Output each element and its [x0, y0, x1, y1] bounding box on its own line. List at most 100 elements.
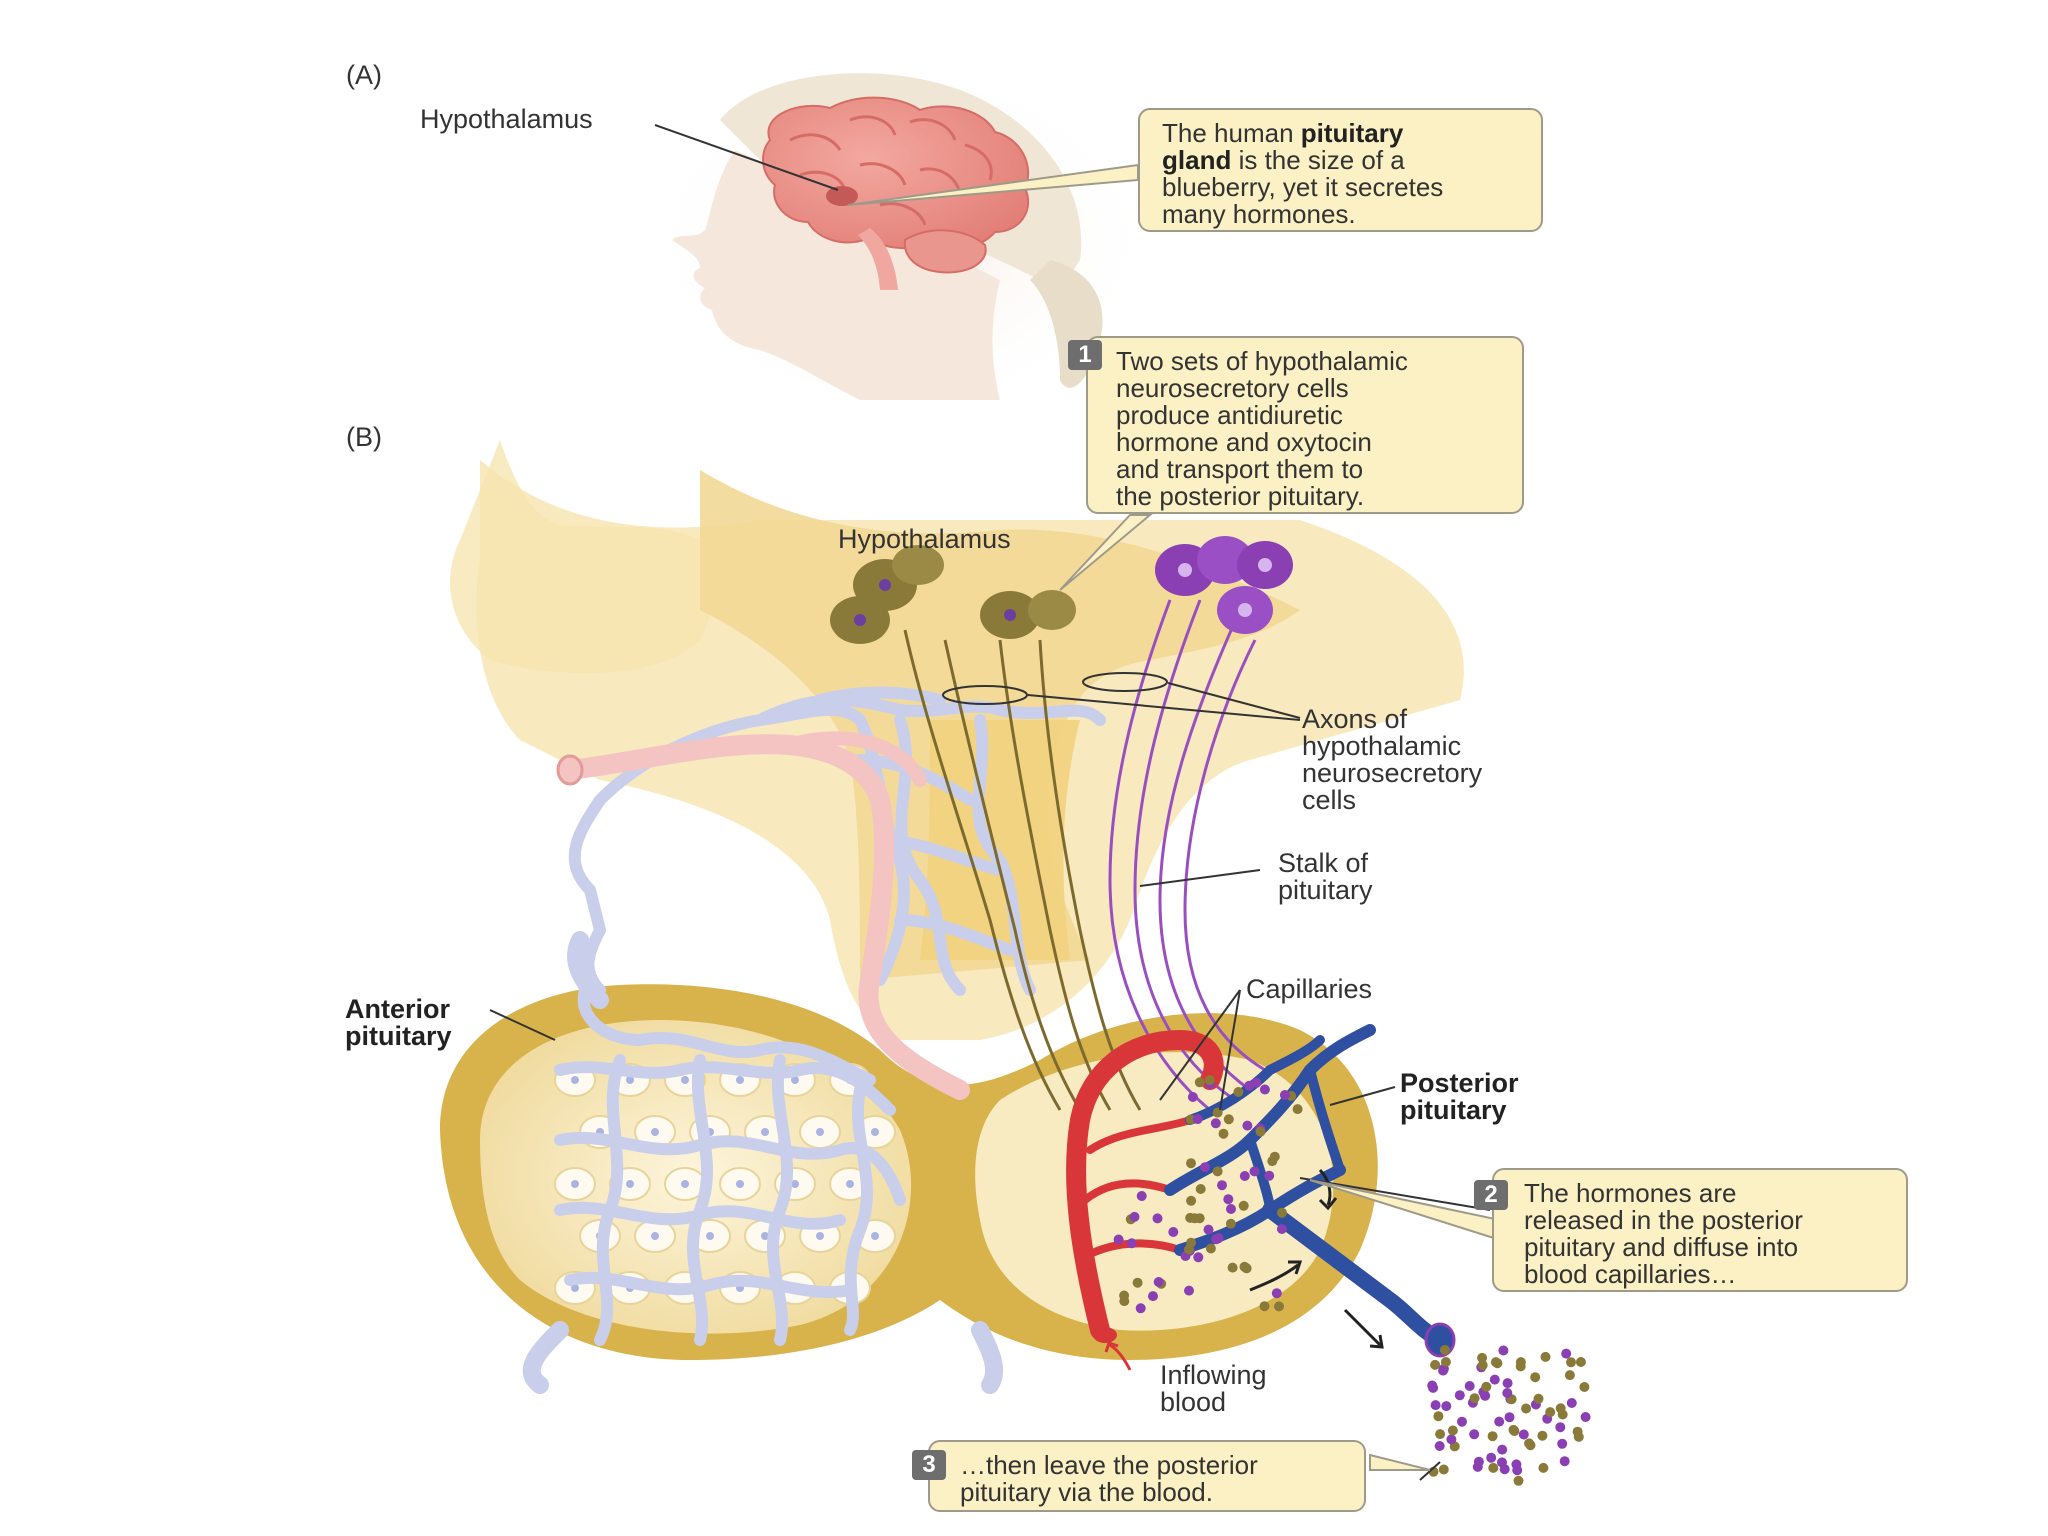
- hormone-molecule: [1490, 1357, 1501, 1368]
- hormone-molecules: [1113, 1075, 1591, 1486]
- hormone-molecule: [1186, 1195, 1197, 1206]
- hormone-molecule: [1521, 1403, 1532, 1414]
- hormone-molecule: [1477, 1360, 1488, 1371]
- cell-nucleus: [736, 1076, 744, 1084]
- cell-nucleus: [681, 1180, 689, 1188]
- inflowing-blood-label: Inflowing blood: [1160, 1360, 1267, 1417]
- hormone-molecule: [1233, 1087, 1244, 1097]
- hormone-molecule: [1435, 1429, 1446, 1440]
- hormone-molecule: [1113, 1234, 1124, 1245]
- hormone-molecule: [1276, 1224, 1287, 1234]
- hormone-molecule: [1440, 1357, 1451, 1367]
- hormone-molecule: [1210, 1118, 1221, 1129]
- hormone-molecule: [1132, 1277, 1143, 1288]
- cell-nucleus: [846, 1180, 854, 1188]
- step3-badge: 3: [912, 1450, 946, 1480]
- pituitary-size-callout: The human pituitary gland is the size of…: [1138, 108, 1543, 232]
- hormone-molecule: [1559, 1456, 1570, 1467]
- hormone-molecule: [1168, 1227, 1179, 1237]
- adh-neurosecretory-cells: [830, 545, 1142, 1111]
- hormone-molecule: [1152, 1213, 1163, 1224]
- cell-nucleus: [706, 1232, 714, 1240]
- cell-nucleus: [816, 1128, 824, 1136]
- hormone-molecule: [1489, 1374, 1500, 1385]
- cell-nucleus: [571, 1180, 579, 1188]
- hormone-molecule: [1259, 1301, 1270, 1312]
- hormone-molecule: [1430, 1359, 1441, 1370]
- hormone-molecule: [1292, 1104, 1303, 1115]
- hormone-molecule: [1187, 1092, 1198, 1102]
- hormone-molecule: [1223, 1194, 1234, 1205]
- step2-badge: 2: [1474, 1180, 1508, 1210]
- cell-nucleus: [871, 1128, 879, 1136]
- hormone-molecule: [1205, 1243, 1216, 1254]
- hormone-molecule: [1572, 1426, 1583, 1437]
- hormone-molecule: [1497, 1457, 1507, 1468]
- hormone-molecule: [1148, 1291, 1158, 1302]
- step1-badge: 1: [1068, 340, 1102, 370]
- cell-nucleus: [626, 1180, 634, 1188]
- anterior-pituitary-label: Anterior pituitary: [345, 994, 452, 1051]
- hormone-molecule: [1537, 1430, 1548, 1441]
- hormone-molecule: [1186, 1237, 1197, 1248]
- hormone-molecule: [1212, 1166, 1223, 1177]
- cell-nucleus: [571, 1284, 579, 1292]
- hormone-molecule: [1193, 1252, 1204, 1263]
- hormone-molecule: [1249, 1166, 1260, 1177]
- cell-nucleus: [651, 1232, 659, 1240]
- cell-nucleus: [816, 1232, 824, 1240]
- hormone-molecule: [1533, 1393, 1544, 1404]
- cell-nucleus: [681, 1076, 689, 1084]
- hormone-molecule: [1135, 1303, 1146, 1314]
- cell-nucleus: [791, 1076, 799, 1084]
- hormone-molecule: [1538, 1462, 1549, 1473]
- posterior-vessels: [1066, 1024, 1456, 1358]
- hypothalamus-label-b: Hypothalamus: [838, 524, 1011, 554]
- hormone-molecule: [1530, 1372, 1541, 1383]
- hormone-molecule: [1464, 1381, 1475, 1391]
- hormone-molecule: [1200, 1162, 1210, 1173]
- hormone-molecule: [1513, 1475, 1524, 1486]
- hormone-molecule: [1203, 1224, 1214, 1235]
- hormone-molecule: [1212, 1107, 1223, 1118]
- hormone-molecule: [1502, 1378, 1513, 1389]
- step1-callout: Two sets of hypothalamic neurosecretory …: [1086, 336, 1524, 514]
- cell-nucleus: [626, 1076, 634, 1084]
- capillaries-label: Capillaries: [1246, 974, 1373, 1004]
- portal-vessels: [522, 686, 1106, 1394]
- hormone-molecule: [1192, 1114, 1203, 1125]
- hormone-molecule: [1481, 1381, 1492, 1392]
- hypophyseal-artery: [556, 731, 970, 1100]
- cell-nucleus: [571, 1076, 579, 1084]
- hormone-molecule: [1447, 1425, 1458, 1436]
- cell-nucleus: [871, 1232, 879, 1240]
- axon-bundle-markers: [942, 672, 1168, 705]
- cell-nucleus: [651, 1128, 659, 1136]
- hormone-molecule: [1487, 1431, 1498, 1442]
- hormone-molecule: [1438, 1464, 1449, 1475]
- head-figure: [640, 60, 1160, 420]
- hormone-molecule: [1439, 1345, 1450, 1355]
- hormone-molecule: [1446, 1434, 1457, 1445]
- hormone-molecule: [1441, 1401, 1452, 1412]
- hormone-molecule: [1454, 1390, 1465, 1401]
- stalk-label: Stalk of pituitary: [1278, 848, 1373, 905]
- hormone-molecule: [1225, 1218, 1236, 1229]
- cell-nucleus: [761, 1128, 769, 1136]
- hormone-molecule: [1277, 1207, 1287, 1218]
- hormone-molecule: [1279, 1090, 1290, 1100]
- hormone-molecule: [1457, 1416, 1467, 1427]
- hormone-molecule: [1218, 1128, 1229, 1139]
- hormone-molecule: [1274, 1301, 1284, 1312]
- hormone-molecule: [1561, 1348, 1572, 1359]
- hormone-molecule: [1195, 1184, 1206, 1194]
- hormone-molecule: [1498, 1345, 1509, 1356]
- hormone-molecule: [1508, 1424, 1519, 1435]
- hormone-molecule: [1564, 1370, 1575, 1381]
- leader-lines: [489, 682, 1491, 1481]
- hormone-molecule: [1515, 1361, 1526, 1372]
- step3-callout: …then leave the posterior pituitary via …: [928, 1440, 1366, 1512]
- hormone-molecule: [1239, 1171, 1250, 1181]
- panel-b-label: (B): [346, 422, 382, 452]
- hormone-molecule: [1566, 1357, 1576, 1368]
